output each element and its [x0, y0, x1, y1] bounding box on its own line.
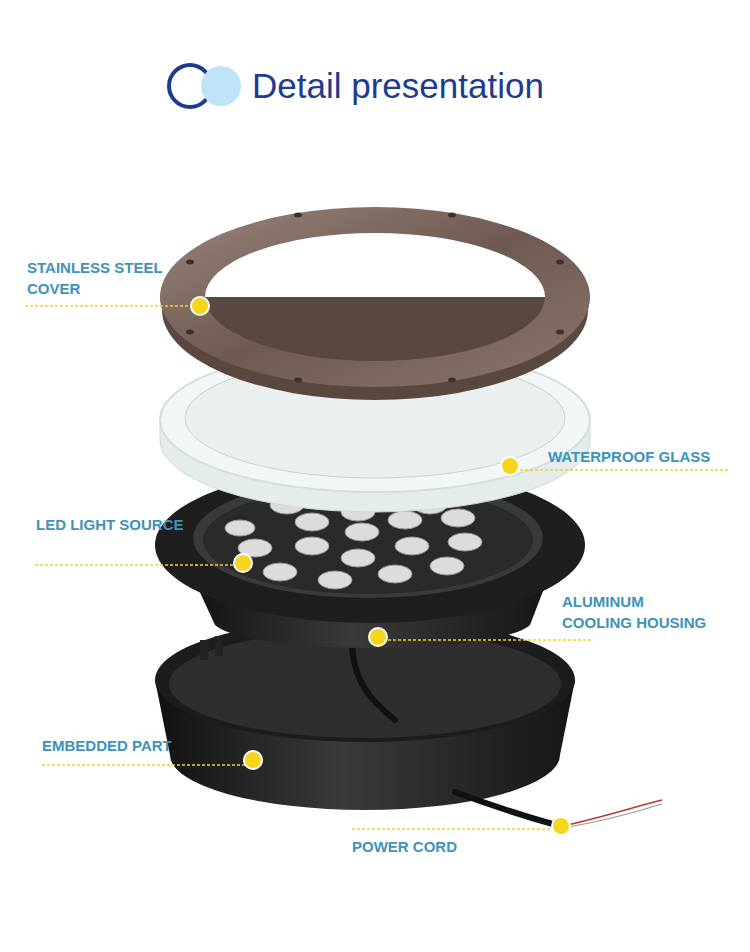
part-label: LED LIGHT SOURCE [36, 514, 226, 535]
page-title: Detail presentation [252, 65, 544, 107]
power-cord [352, 640, 662, 828]
part-label: STAINLESS STEEL COVER [27, 257, 187, 299]
callout-dots [191, 297, 570, 835]
part-label: WATERPROOF GLASS [548, 446, 738, 467]
title-logo [169, 65, 241, 107]
leader-lines [25, 306, 730, 829]
part-label: POWER CORD [352, 836, 542, 857]
part-label: ALUMINUM COOLING HOUSING [562, 591, 712, 633]
stainless-steel-cover [160, 207, 590, 400]
part-label: EMBEDDED PART [42, 735, 232, 756]
